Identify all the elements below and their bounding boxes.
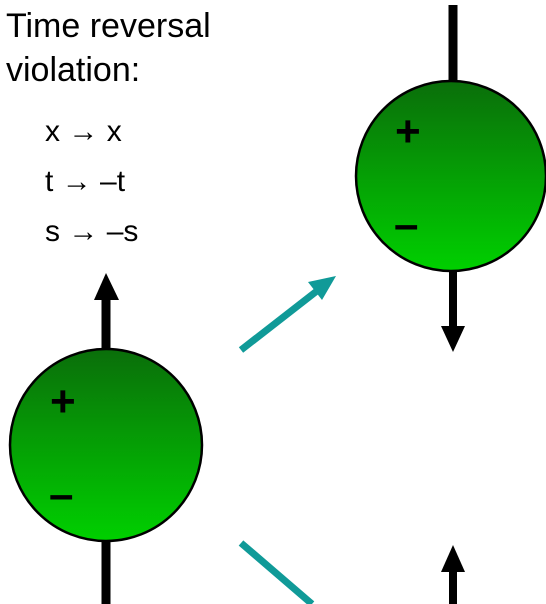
transform-s: s → –s [45,214,138,250]
right-plus-sign: + [395,107,421,156]
left-particle-sphere [8,347,204,543]
transition-arrow-up [238,276,336,353]
transform-x-arrow: → [68,115,99,148]
transform-s-to: –s [106,215,139,248]
bottom-right-spin-arrow [441,545,465,604]
transform-x: x → x [45,114,122,150]
transform-t-arrow: → [61,165,92,198]
transform-s-from: s [45,215,60,248]
right-minus-sign: – [394,200,419,249]
diagram-title: Time reversal violation: [6,4,211,92]
left-minus-sign: – [49,470,74,519]
right-spin-arrow-bottom [441,268,465,352]
transform-t: t → –t [45,164,125,200]
transform-x-to: x [106,115,122,148]
title-line-2: violation: [6,51,141,89]
transform-t-from: t [45,165,54,198]
transform-x-from: x [45,115,60,148]
transition-arrow-down [238,540,315,604]
right-particle-sphere [354,79,546,273]
transform-s-arrow: → [68,215,99,248]
title-line-1: Time reversal [6,7,211,45]
transform-t-to: –t [100,165,126,198]
left-plus-sign: + [50,377,76,426]
